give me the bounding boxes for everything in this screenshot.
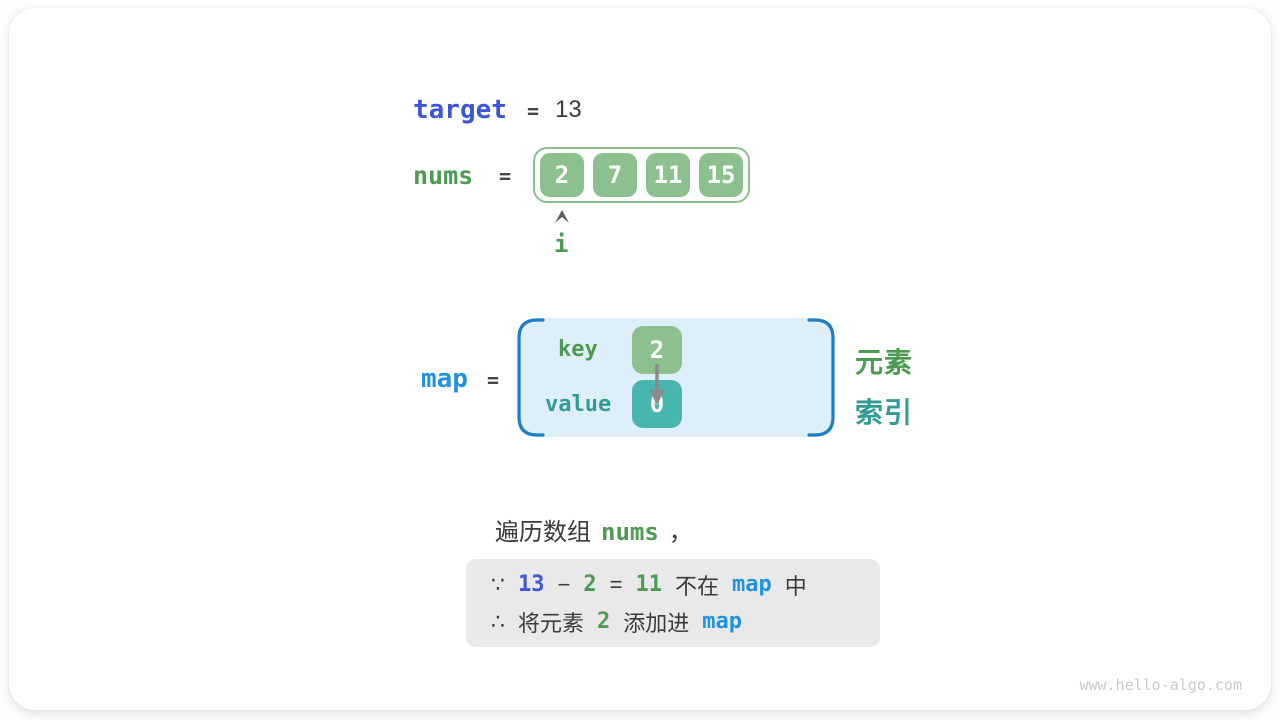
because-symbol: ∵ — [491, 571, 505, 597]
key-to-value-arrow-icon — [649, 364, 665, 405]
index-label: 索引 — [855, 397, 914, 428]
caption-prefix: 遍历数组 — [495, 519, 591, 546]
nums-equals: = — [499, 164, 512, 188]
map-right-bracket-icon — [807, 318, 835, 437]
caption-comma: ， — [668, 519, 693, 546]
target-variable: target — [413, 95, 507, 125]
equals-sign: = — [609, 571, 623, 597]
conclusion-box: ∵ 13 − 2 = 11 不在 map 中 ∴ 将元素 2 添加进 map — [466, 559, 880, 647]
in-suffix-text: 中 — [784, 573, 807, 599]
minus-sign: − — [557, 571, 571, 597]
index-pointer-caret-icon — [555, 210, 569, 223]
nums-variable: nums — [413, 161, 474, 190]
array-cell: 2 — [540, 153, 584, 197]
conclusion-line-2: ∴ 将元素 2 添加进 map — [491, 603, 880, 640]
watermark: www.hello-algo.com — [1079, 676, 1242, 694]
map-var-ref: map — [731, 572, 772, 597]
map-key-label: key — [558, 337, 598, 362]
map-equals: = — [487, 368, 500, 392]
minuend-value: 13 — [518, 572, 545, 597]
map-key-cell: 2 — [632, 326, 682, 374]
array-cell: 15 — [699, 153, 743, 197]
caption-nums-var: nums — [601, 518, 659, 546]
element-label: 元素 — [855, 347, 914, 378]
map-container: key 2 value 0 — [517, 318, 835, 437]
array-cell: 11 — [646, 153, 690, 197]
add-middle-text: 添加进 — [623, 610, 690, 636]
target-equals: = — [527, 99, 540, 123]
index-pointer-label: i — [554, 230, 569, 258]
map-left-bracket-icon — [517, 318, 545, 437]
conclusion-line-1: ∵ 13 − 2 = 11 不在 map 中 — [491, 566, 880, 603]
target-value: 13 — [555, 96, 582, 123]
therefore-symbol: ∴ — [491, 608, 505, 634]
map-value-label: value — [545, 392, 612, 417]
add-prefix-text: 将元素 — [518, 610, 585, 636]
not-in-text: 不在 — [674, 573, 719, 599]
array-cell: 7 — [593, 153, 637, 197]
element-value: 2 — [597, 609, 611, 634]
difference-value: 11 — [635, 572, 662, 597]
subtrahend-value: 2 — [583, 572, 597, 597]
map-variable: map — [421, 364, 468, 394]
nums-array: 2 7 11 15 — [533, 147, 750, 203]
map-var-ref: map — [702, 609, 743, 634]
caption-line: 遍历数组 nums ， — [495, 512, 693, 547]
